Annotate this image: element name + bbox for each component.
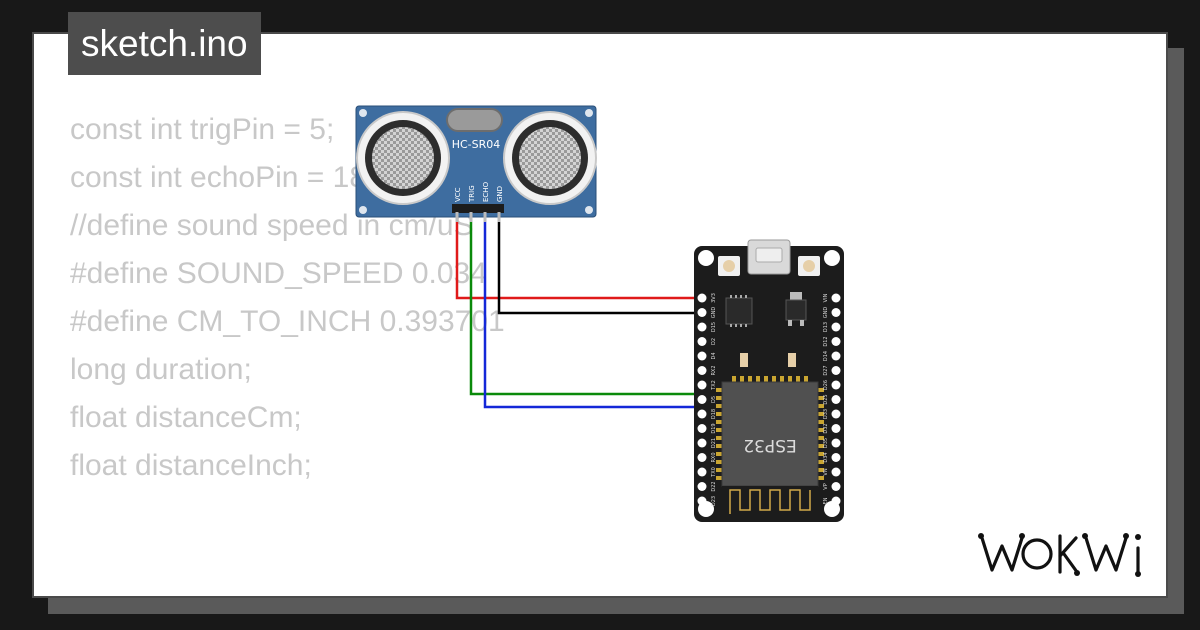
usb-port	[747, 239, 791, 275]
module-label: ESP32	[743, 435, 796, 455]
left-pin-label: D22	[711, 481, 717, 491]
right-pin-label: GND	[823, 307, 829, 319]
boot-button[interactable]	[718, 256, 740, 276]
usb-uart-chip	[725, 295, 753, 327]
left-pin-label: D5	[711, 396, 717, 403]
crystal-oscillator	[446, 108, 503, 132]
right-pin-label: EN	[823, 497, 829, 504]
right-pin[interactable]	[831, 467, 841, 477]
vcc-wire[interactable]	[455, 216, 702, 300]
right-pin[interactable]	[831, 366, 841, 375]
right-pin[interactable]	[831, 308, 841, 317]
right-pin[interactable]	[831, 337, 841, 346]
left-pin-label: D4	[711, 352, 717, 359]
right-pin-label: D25	[823, 394, 829, 404]
pin-label-trig: TRIG	[468, 185, 476, 203]
left-pin[interactable]	[697, 453, 707, 462]
code-line: float distanceCm;	[70, 401, 302, 434]
right-pin-label: D13	[823, 322, 829, 332]
pin-label-echo: ECHO	[482, 181, 490, 202]
right-pin-label: D33	[823, 409, 829, 419]
right-pin[interactable]	[831, 351, 841, 361]
left-pin-label: D19	[711, 423, 717, 433]
preview-card: const int trigPin = 5; const int echoPin …	[32, 32, 1168, 598]
left-pin-label: RX2	[711, 365, 717, 375]
right-pin[interactable]	[831, 438, 841, 448]
left-pin-label: TX2	[711, 380, 717, 391]
left-pin[interactable]	[697, 380, 707, 390]
reset-button[interactable]	[798, 256, 820, 276]
left-pin-label: D21	[711, 438, 717, 448]
antenna-trace	[729, 489, 811, 514]
left-pin-label: D2	[711, 338, 717, 345]
left-pin-label: 3V3	[711, 293, 717, 303]
right-pin-label: VP	[823, 483, 829, 489]
code-line: #define SOUND_SPEED 0.034	[70, 257, 487, 290]
right-pin[interactable]	[831, 424, 841, 433]
left-pin[interactable]	[697, 351, 707, 361]
pin-label-gnd: GND	[496, 186, 504, 202]
left-pin[interactable]	[697, 482, 707, 491]
left-pin[interactable]	[697, 424, 707, 433]
left-pin[interactable]	[697, 438, 707, 448]
right-pin[interactable]	[831, 293, 841, 303]
right-pin[interactable]	[831, 322, 841, 332]
pin-label-vcc: VCC	[454, 187, 462, 202]
trig-wire[interactable]	[469, 216, 702, 396]
left-pin-label: D18	[711, 409, 717, 419]
left-pin[interactable]	[697, 496, 707, 506]
left-pin-label: TX0	[711, 467, 717, 478]
code-line: const int trigPin = 5;	[70, 113, 335, 146]
left-pin[interactable]	[697, 322, 707, 332]
left-pin-label: D23	[711, 496, 717, 506]
code-line: long duration;	[70, 353, 252, 386]
sensor-label: HC-SR04	[452, 138, 501, 151]
right-pin-label: D12	[823, 336, 829, 346]
transducer-left	[356, 111, 450, 205]
esp32-module: ESP32	[716, 376, 824, 518]
code-preview: const int trigPin = 5; const int echoPin …	[70, 106, 505, 490]
right-pin-label: D27	[823, 365, 829, 375]
code-line: #define CM_TO_INCH 0.393701	[70, 305, 505, 338]
right-pin-label: D34	[823, 452, 829, 462]
left-pin-label: GND	[711, 307, 717, 319]
hc-sr04-sensor[interactable]: HC-SR04 VCC TRIG ECHO GND	[355, 105, 597, 222]
left-pin-label: RX0	[711, 452, 717, 462]
file-title: sketch.ino	[68, 12, 261, 75]
right-pin-label: D32	[823, 423, 829, 433]
right-pin[interactable]	[831, 395, 841, 404]
right-pin-label: VIN	[823, 293, 829, 302]
left-pin[interactable]	[697, 366, 707, 375]
voltage-regulator	[785, 292, 807, 326]
left-pin[interactable]	[697, 395, 707, 404]
right-pin[interactable]	[831, 380, 841, 390]
right-pin[interactable]	[831, 496, 841, 506]
code-line: float distanceInch;	[70, 449, 312, 482]
echo-wire[interactable]	[483, 216, 702, 409]
gnd-wire[interactable]	[497, 216, 702, 315]
left-pin-label: D15	[711, 322, 717, 332]
right-pin-label: D26	[823, 380, 829, 390]
right-pin[interactable]	[831, 453, 841, 462]
right-pin-label: VN	[823, 468, 829, 475]
right-pin[interactable]	[831, 409, 841, 419]
sensor-pin-header	[452, 204, 504, 222]
left-pin[interactable]	[697, 409, 707, 419]
wokwi-logo	[978, 533, 1141, 577]
left-pin[interactable]	[697, 293, 707, 303]
left-pin[interactable]	[697, 337, 707, 346]
left-pin[interactable]	[697, 308, 707, 317]
right-pin-label: D35	[823, 438, 829, 448]
transducer-right	[503, 111, 597, 205]
left-pin[interactable]	[697, 467, 707, 477]
code-line: const int echoPin = 18;	[70, 161, 375, 194]
right-pin[interactable]	[831, 482, 841, 491]
right-pin-label: D14	[823, 351, 829, 361]
